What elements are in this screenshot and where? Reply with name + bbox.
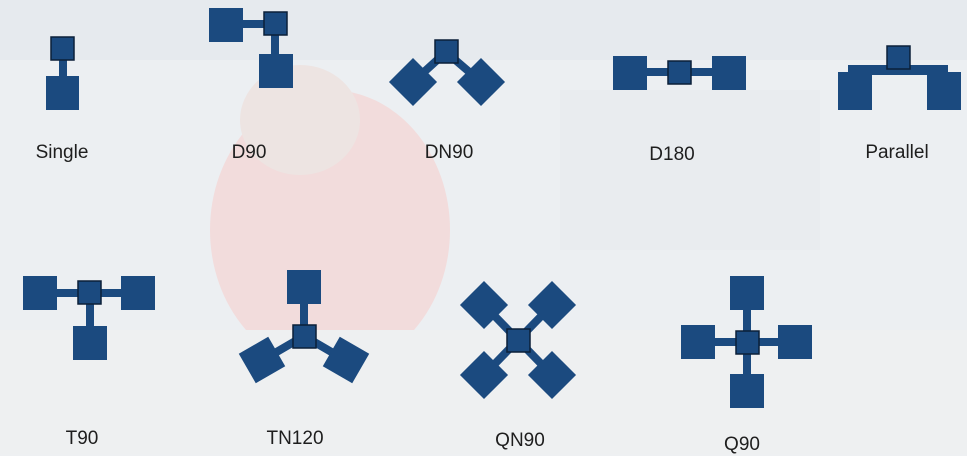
label-q90: Q90 [724,434,760,455]
label-d90: D90 [231,142,267,163]
label-tn120: TN120 [266,428,324,449]
label-single: Single [35,142,89,163]
label-d180: D180 [649,144,695,165]
label-t90: T90 [65,428,99,449]
label-dn90: DN90 [424,142,474,163]
label-qn90: QN90 [495,430,545,451]
label-parallel: Parallel [865,142,929,163]
